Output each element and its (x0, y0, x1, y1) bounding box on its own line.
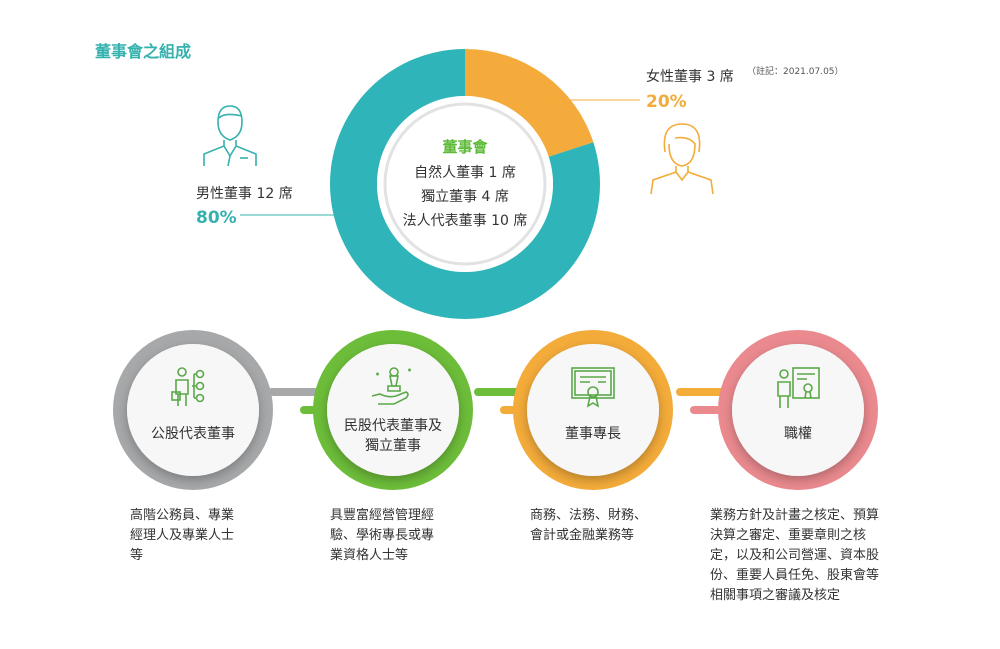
page-title: 董事會之組成 (95, 42, 192, 61)
circle-label-public: 公股代表董事 (151, 426, 235, 442)
circle-label-private: 民股代表董事及 獨立董事 (344, 418, 442, 454)
donut-inner-disk (383, 102, 547, 266)
hand-chess-piece-icon (371, 367, 411, 405)
circle-label-expertise: 董事專長 (565, 426, 621, 442)
circle-inner: 職權 (732, 344, 864, 476)
male-percentage: 80% (196, 208, 237, 228)
circle-label-authority: 職權 (784, 426, 812, 442)
connector-1 (268, 388, 328, 396)
male-director-label: 男性董事 12 席 (196, 186, 293, 202)
desc-private: 具豐富經營管理經 驗、學術專長或專 業資格人士等 (330, 508, 435, 563)
female-person-icon (650, 123, 714, 195)
female-note: （註記：2021.07.05） (747, 67, 844, 77)
donut-svg (330, 49, 600, 319)
circle-inner: 民股代表董事及 獨立董事 (327, 344, 459, 476)
board-line-independent: 獨立董事 4 席 (421, 189, 509, 205)
desc-expertise: 商務、法務、財務、 會計或金融業務等 (530, 508, 648, 543)
female-percentage: 20% (646, 92, 687, 112)
circle-inner: 董事專長 (527, 344, 659, 476)
presenter-org-chart-icon (171, 367, 205, 406)
circle-inner: 公股代表董事 (127, 344, 259, 476)
connector-3 (676, 388, 726, 396)
board-line-corporate: 法人代表董事 10 席 (402, 213, 528, 229)
desc-public: 高階公務員、專業 經理人及專業人士 等 (130, 508, 235, 563)
connector-3b (690, 406, 730, 414)
circle-public-directors: 公股代表董事 (113, 330, 273, 490)
circle-private-independent: 民股代表董事及 獨立董事 (313, 330, 473, 490)
desc-authority: 業務方針及計畫之核定、預算 決算之審定、重要章則之核 定，以及和公司營運、資本股… (710, 508, 880, 603)
male-person-icon (203, 105, 257, 167)
certificate-icon (571, 367, 615, 408)
circle-expertise: 董事專長 (513, 330, 673, 490)
donut-slice-female (465, 49, 594, 157)
connector-2 (474, 388, 534, 396)
board-line-natural: 自然人董事 1 席 (414, 165, 516, 181)
presenter-board-icon (777, 367, 820, 408)
female-director-label: 女性董事 3 席 (646, 69, 734, 85)
board-donut-chart: 董事會 自然人董事 1 席 獨立董事 4 席 法人代表董事 10 席 (325, 44, 605, 324)
board-center-title: 董事會 (442, 138, 488, 156)
circle-authority: 職權 (718, 330, 878, 490)
donut-slice-male (330, 49, 600, 319)
